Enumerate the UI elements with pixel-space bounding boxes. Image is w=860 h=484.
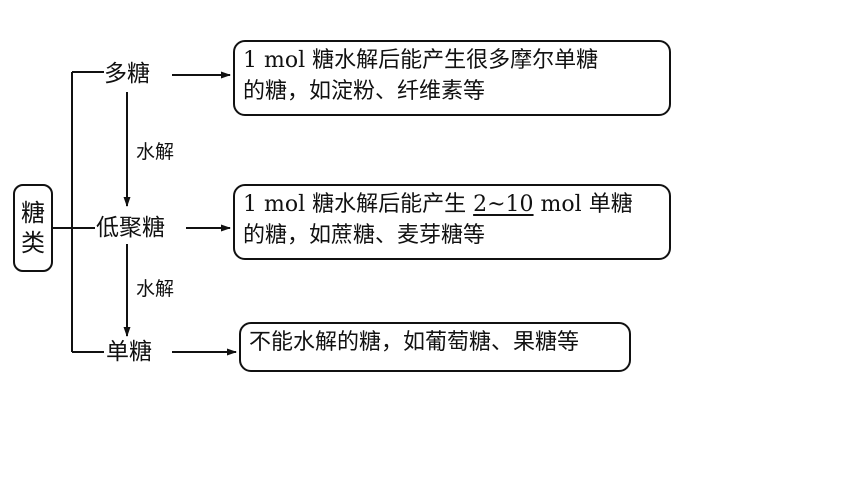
desc-box-oligosaccharide: 1 mol 糖水解后能产生 2~10 mol 单糖 的糖，如蔗糖、麦芽糖等	[233, 184, 671, 260]
desc-polysaccharide-line2: 的糖，如淀粉、纤维素等	[243, 79, 486, 104]
desc-oligosaccharide-line2: 的糖，如蔗糖、麦芽糖等	[243, 223, 486, 248]
desc-oligosaccharide-prefix: 1 mol 糖水解后能产生	[243, 192, 474, 217]
root-label-line2: 类	[21, 229, 45, 257]
desc-oligosaccharide-range: 2~10	[473, 192, 534, 217]
label-hydrolysis-lower: 水解	[136, 278, 175, 300]
root-sugar-category: 糖 类	[13, 184, 53, 272]
root-label-line1: 糖	[21, 199, 45, 227]
label-hydrolysis-upper: 水解	[136, 141, 175, 163]
desc-oligosaccharide-suffix: mol 单糖	[533, 192, 633, 217]
node-polysaccharide: 多糖	[104, 61, 150, 87]
desc-box-polysaccharide: 1 mol 糖水解后能产生很多摩尔单糖 的糖，如淀粉、纤维素等	[233, 40, 671, 116]
node-monosaccharide: 单糖	[106, 339, 152, 365]
desc-polysaccharide-line1: 1 mol 糖水解后能产生很多摩尔单糖	[243, 48, 599, 73]
desc-oligosaccharide-line1: 1 mol 糖水解后能产生 2~10 mol 单糖	[243, 189, 661, 220]
desc-box-monosaccharide: 不能水解的糖，如葡萄糖、果糖等	[239, 322, 631, 372]
desc-monosaccharide-line1: 不能水解的糖，如葡萄糖、果糖等	[249, 330, 580, 355]
node-oligosaccharide: 低聚糖	[96, 215, 165, 241]
